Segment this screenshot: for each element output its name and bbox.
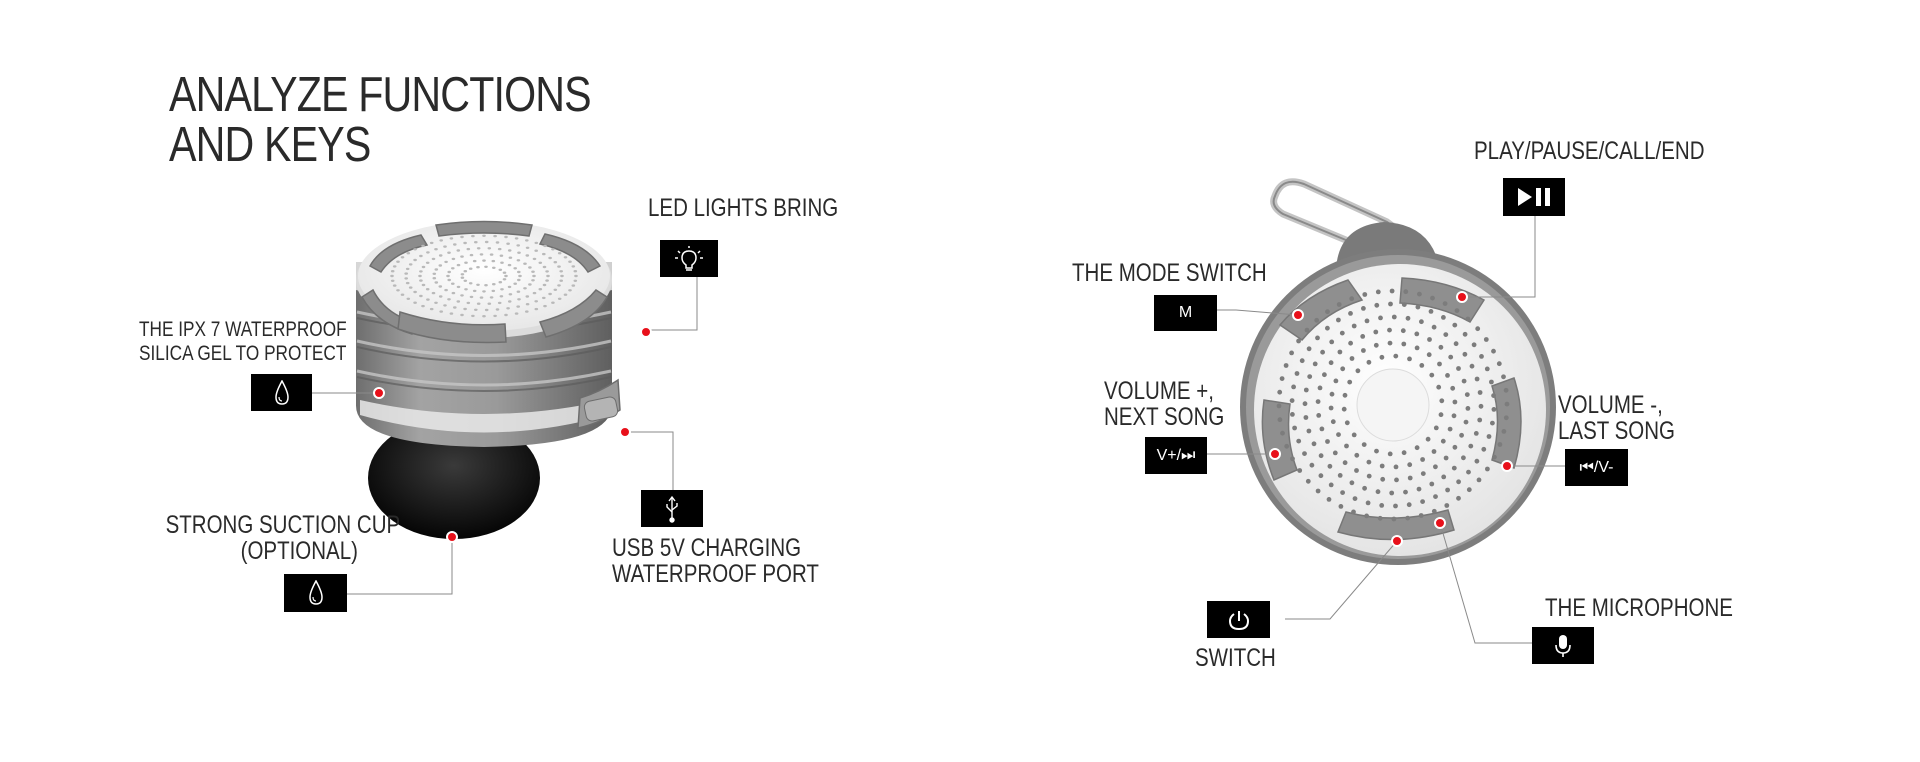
waterproof-label: THE IPX 7 WATERPROOF SILICA GEL TO PROTE… <box>139 318 347 366</box>
title-line-1: ANALYZE FUNCTIONS <box>169 68 592 122</box>
mode-key-box: M <box>1154 295 1217 331</box>
left-speaker <box>355 220 621 539</box>
dot-usb <box>619 426 631 438</box>
dot-switch <box>1391 535 1403 547</box>
usb-label-line-1: USB 5V CHARGING <box>612 534 802 562</box>
mode-label: THE MODE SWITCH <box>1072 259 1267 287</box>
mic-label: THE MICROPHONE <box>1545 594 1733 622</box>
suction-label-line-1: STRONG SUCTION CUP <box>165 511 401 539</box>
switch-icon-box <box>1207 601 1270 638</box>
voldown-label-line-1: VOLUME -, <box>1558 391 1663 419</box>
callout-dots <box>373 291 1513 547</box>
volup-key-box: V+/⏭ <box>1145 437 1207 474</box>
suction-label: STRONG SUCTION CUP (OPTIONAL) <box>164 512 402 564</box>
dot-led <box>640 326 652 338</box>
volup-label: VOLUME +, NEXT SONG <box>1104 378 1224 430</box>
dot-mode <box>1292 309 1304 321</box>
page-title: ANALYZE FUNCTIONS AND KEYS <box>169 68 592 172</box>
water-drop-icon <box>308 580 324 606</box>
dot-waterproof <box>373 387 385 399</box>
voldown-label-line-2: LAST SONG <box>1558 417 1675 445</box>
dot-voldown <box>1501 460 1513 472</box>
play-icon-box <box>1503 178 1565 216</box>
waterproof-icon-box <box>251 374 312 411</box>
dot-volup <box>1269 448 1281 460</box>
power-icon <box>1228 609 1250 631</box>
dot-suction <box>446 531 458 543</box>
play-pause-icon <box>1516 186 1552 208</box>
title-line-2: AND KEYS <box>169 118 371 172</box>
led-label: LED LIGHTS BRING <box>648 194 839 222</box>
waterproof-label-line-1: THE IPX 7 WATERPROOF <box>139 318 347 341</box>
lightbulb-icon <box>674 245 704 273</box>
switch-label: SWITCH <box>1195 644 1276 672</box>
mic-icon-box <box>1532 627 1594 664</box>
usb-label: USB 5V CHARGING WATERPROOF PORT <box>612 535 819 587</box>
mode-key-text: M <box>1178 304 1193 321</box>
volup-key-text: V+/⏭ <box>1156 446 1196 464</box>
voldown-label: VOLUME -, LAST SONG <box>1558 392 1675 444</box>
suction-icon-box <box>284 574 347 612</box>
leader-lines <box>312 207 1565 644</box>
led-icon-box <box>660 240 718 277</box>
voldown-key-box: ⏮/V- <box>1565 449 1628 486</box>
usb-icon-box <box>641 490 703 527</box>
microphone-icon <box>1554 633 1572 659</box>
usb-label-line-2: WATERPROOF PORT <box>612 560 819 588</box>
suction-cup <box>368 417 540 539</box>
usb-icon <box>664 495 680 523</box>
play-label: PLAY/PAUSE/CALL/END <box>1474 137 1705 165</box>
right-speaker <box>1240 178 1556 565</box>
volup-label-line-2: NEXT SONG <box>1104 403 1225 431</box>
dot-mic <box>1434 517 1446 529</box>
dot-play <box>1456 291 1468 303</box>
suction-label-line-2: (OPTIONAL) <box>240 537 358 565</box>
waterproof-label-line-2: SILICA GEL TO PROTECT <box>139 342 347 365</box>
water-drop-icon <box>274 379 290 406</box>
voldown-key-text: ⏮/V- <box>1579 458 1614 476</box>
volup-label-line-1: VOLUME +, <box>1104 377 1214 405</box>
